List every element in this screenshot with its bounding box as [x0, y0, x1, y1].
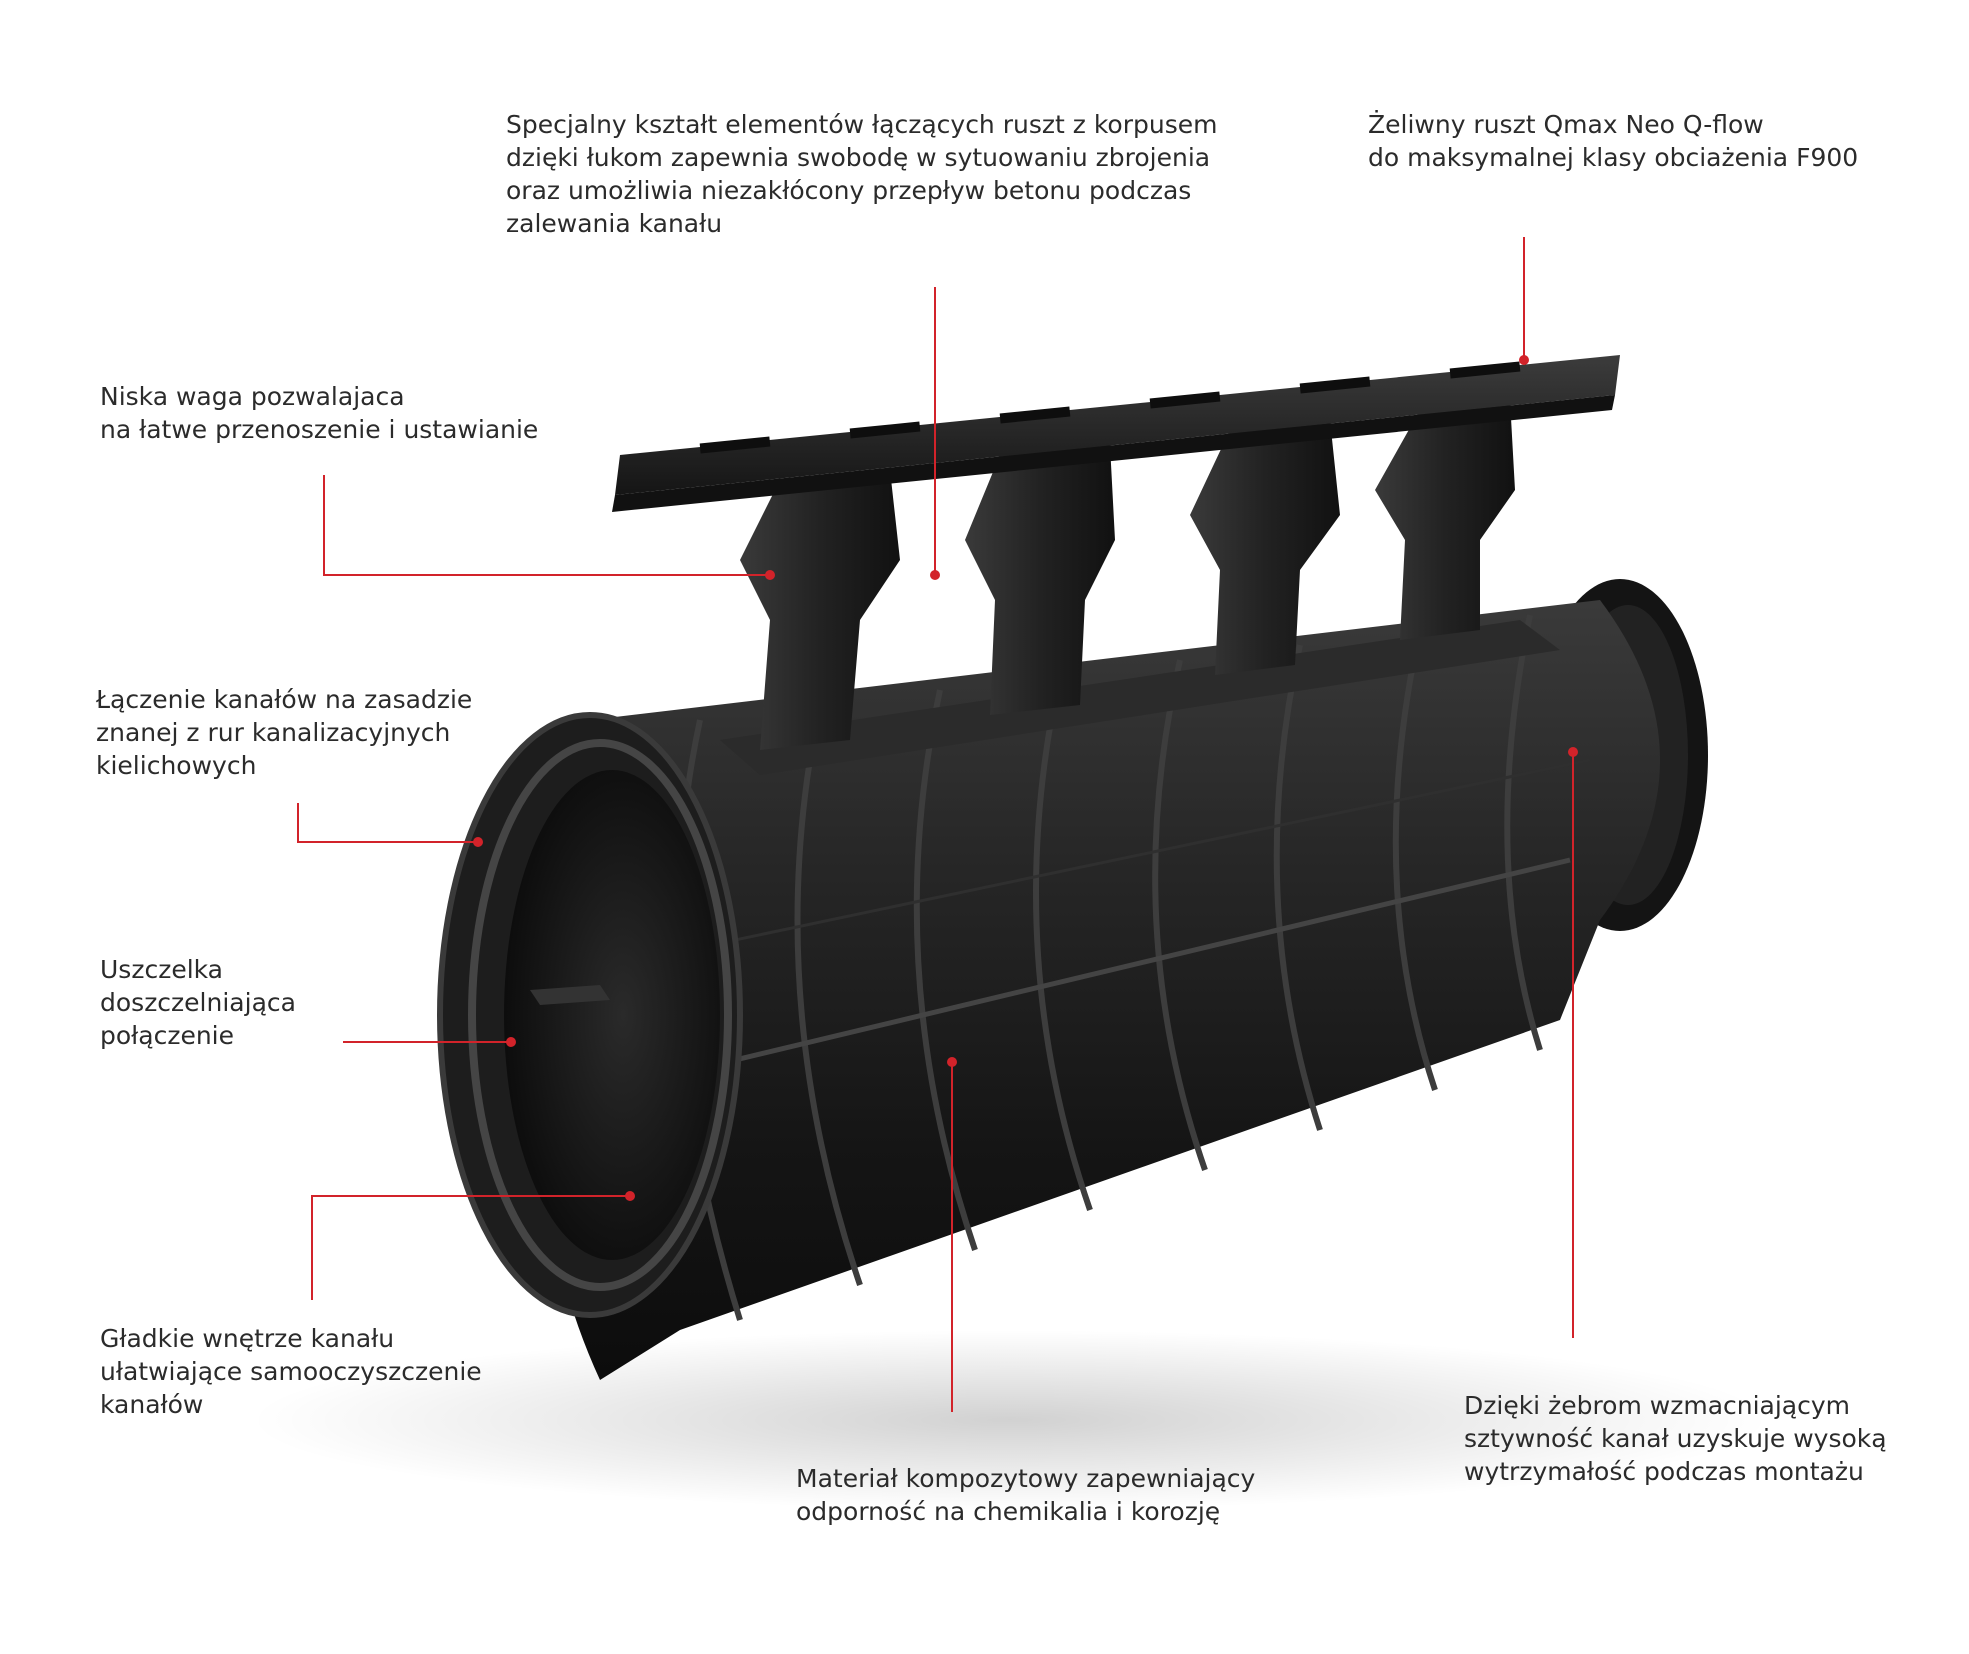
- leader-dot: [1568, 747, 1578, 757]
- leader-dot: [473, 837, 483, 847]
- annotation-interior: Gładkie wnętrze kanału ułatwiające samoo…: [100, 1324, 482, 1419]
- annotation-material: Materiał kompozytowy zapewniający odporn…: [796, 1464, 1256, 1526]
- leader-dot: [1519, 355, 1529, 365]
- grate-slots: [699, 361, 1521, 454]
- leader-dot: [506, 1037, 516, 1047]
- annotation-seal: Uszczelka doszczelniająca połączenie: [100, 955, 296, 1050]
- channel-seal-ring: [468, 739, 732, 1291]
- leader-weight: [323, 475, 770, 576]
- annotation-grate: Żeliwny ruszt Qmax Neo Q-flow do maksyma…: [1368, 110, 1859, 172]
- leader-dot: [625, 1191, 635, 1201]
- leader-dot: [947, 1057, 957, 1067]
- channel-interior: [504, 770, 720, 1260]
- annotation-ribs: Dzięki żebrom wzmacniającym sztywność ka…: [1464, 1391, 1887, 1486]
- cast-iron-grate: [615, 355, 1620, 495]
- leader-dot: [765, 570, 775, 580]
- reinforcing-ribs: [674, 614, 1543, 1321]
- channel-top-deck: [720, 620, 1560, 775]
- channel-body: [537, 600, 1660, 1380]
- annotation-weight: Niska waga pozwalajaca na łatwe przenosz…: [100, 382, 539, 444]
- leader-dot: [930, 570, 940, 580]
- body-seam: [609, 857, 1571, 1093]
- leader-joining: [297, 803, 478, 843]
- leader-interior: [311, 1195, 630, 1300]
- annotation-connectors: Specjalny kształt elementów łączących ru…: [506, 110, 1218, 238]
- grate-supports: [740, 400, 1515, 750]
- annotation-joining: Łączenie kanałów na zasadzie znanej z ru…: [96, 685, 473, 780]
- ground-shadow: [250, 1330, 1770, 1510]
